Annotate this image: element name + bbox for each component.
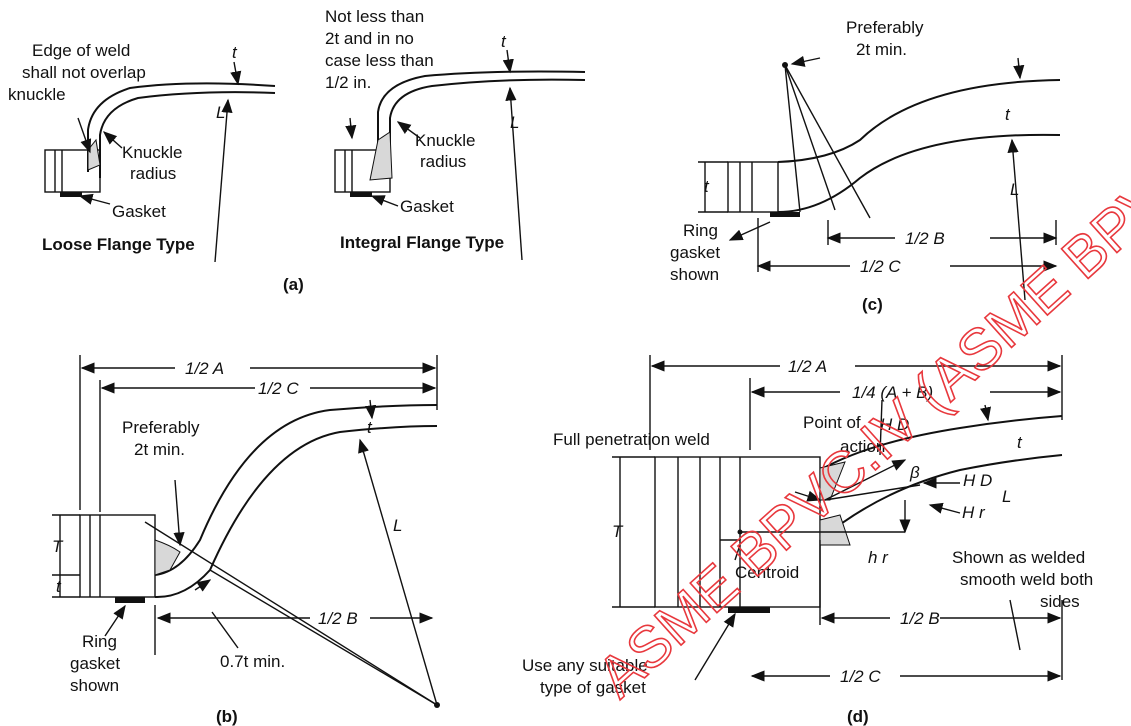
b-pref-2: 2t min. (134, 440, 185, 459)
caption-c: (c) (862, 295, 883, 314)
d-quarter: 1/4 (A + B) (852, 383, 933, 402)
caption-a: (a) (283, 275, 304, 294)
integral-note-4: 1/2 in. (325, 73, 371, 92)
c-ring-3: shown (670, 265, 719, 284)
d-shown-3: sides (1040, 592, 1080, 611)
c-pref-1: Preferably (846, 18, 924, 37)
d-T-label: T (612, 522, 624, 541)
c-t-label: t (1005, 105, 1011, 124)
c-half-b: 1/2 B (905, 229, 945, 248)
integral-note-1: Not less than (325, 7, 424, 26)
loose-note-1: Edge of weld (32, 41, 130, 60)
c-half-c: 1/2 C (860, 257, 901, 276)
integral-note-3: case less than (325, 51, 434, 70)
d-half-b: 1/2 B (900, 609, 940, 628)
panel-d (612, 355, 1063, 682)
integral-knuckle-2: radius (420, 152, 466, 171)
integral-gasket: Gasket (400, 197, 454, 216)
loose-gasket: Gasket (112, 202, 166, 221)
c-ring-2: gasket (670, 243, 720, 262)
panel-c (698, 55, 1061, 301)
b-t-label: t (367, 418, 373, 437)
b-t-small: t (56, 577, 62, 596)
integral-note-2: 2t and in no (325, 29, 414, 48)
d-hr-small: h r (868, 548, 889, 567)
d-point-2: action (840, 437, 885, 456)
loose-note-3: knuckle (8, 85, 66, 104)
d-point-1: Point of (803, 413, 861, 432)
d-hd: H D (963, 471, 992, 490)
b-T-label: T (52, 537, 64, 556)
loose-knuckle-1: Knuckle (122, 143, 182, 162)
d-shown-2: smooth weld both (960, 570, 1093, 589)
d-gasket-1: Use any suitable (522, 656, 648, 675)
panel-b (52, 355, 440, 708)
d-weld: Full penetration weld (553, 430, 710, 449)
panel-a-integral (334, 49, 586, 261)
integral-knuckle-1: Knuckle (415, 131, 475, 150)
d-shown-1: Shown as welded (952, 548, 1085, 567)
d-hr: H r (962, 503, 986, 522)
b-ring-1: Ring (82, 632, 117, 651)
b-half-c: 1/2 C (258, 379, 299, 398)
b-ring-2: gasket (70, 654, 120, 673)
c-L-label: L (1010, 180, 1019, 199)
integral-t-label: t (501, 32, 507, 51)
integral-title: Integral Flange Type (340, 233, 504, 252)
loose-t-label: t (232, 43, 238, 62)
d-t-label: t (1017, 433, 1023, 452)
d-half-a: 1/2 A (788, 357, 827, 376)
d-gasket-2: type of gasket (540, 678, 646, 697)
b-half-b: 1/2 B (318, 609, 358, 628)
c-t-small: t (704, 177, 710, 196)
b-min: 0.7t min. (220, 652, 285, 671)
caption-d: (d) (847, 707, 869, 726)
c-pref-2: 2t min. (856, 40, 907, 59)
d-centroid: Centroid (735, 563, 799, 582)
panel-a-loose (44, 61, 276, 263)
d-L-label: L (1002, 487, 1011, 506)
c-ring-1: Ring (683, 221, 718, 240)
b-L-label: L (393, 516, 402, 535)
loose-title: Loose Flange Type (42, 235, 195, 254)
caption-b: (b) (216, 707, 238, 726)
loose-knuckle-2: radius (130, 164, 176, 183)
integral-L-label: L (510, 113, 519, 132)
d-beta: β (909, 463, 920, 482)
loose-L-label: L (216, 103, 225, 122)
b-ring-3: shown (70, 676, 119, 695)
b-pref-1: Preferably (122, 418, 200, 437)
d-hd-top: H D (880, 415, 909, 434)
loose-note-2: shall not overlap (22, 63, 146, 82)
d-half-c: 1/2 C (840, 667, 881, 686)
b-half-a: 1/2 A (185, 359, 224, 378)
